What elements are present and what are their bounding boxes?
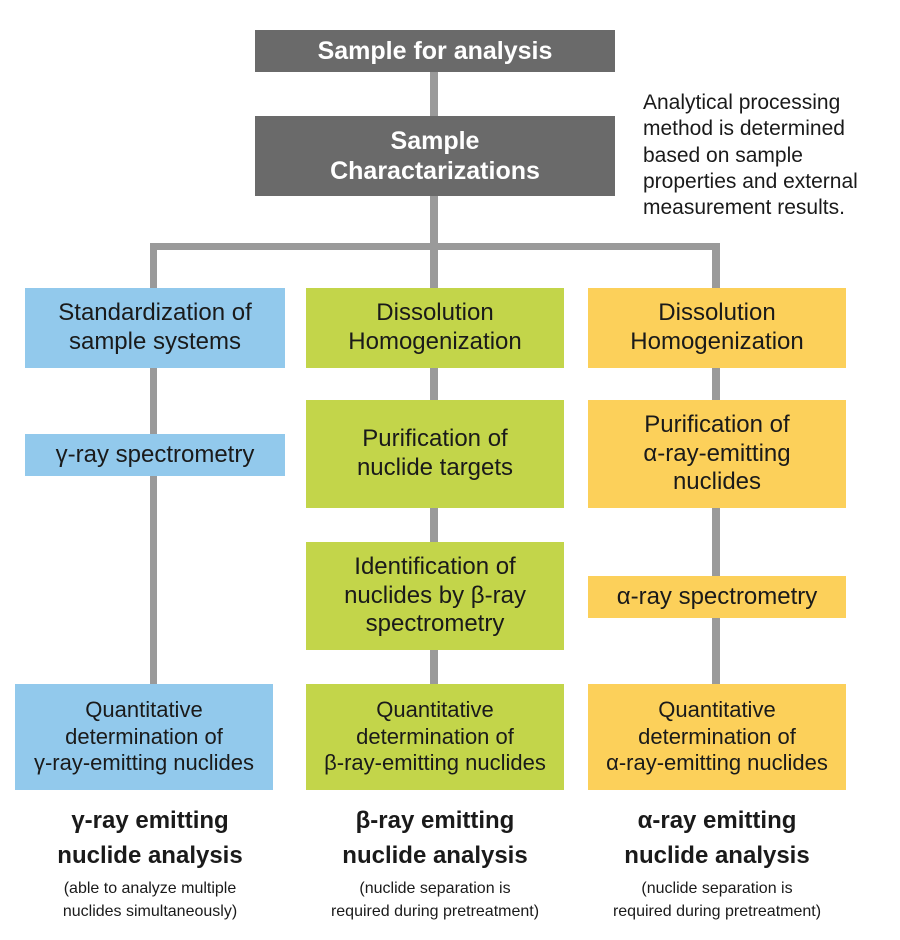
gamma-analysis-note: (able to analyze multiple nuclides simul… [62,880,238,921]
alpha-step-purification: Purification of α-ray-emitting nuclides [588,400,846,508]
beta-step-identification: Identification of nuclides by β-ray spec… [306,542,564,650]
gamma-analysis-title: γ-ray emitting nuclide analysis [57,807,243,869]
alpha-analysis-note: (nuclide separation is required during p… [612,880,822,921]
alpha-quantitative-box: Quantitative determination of α-ray-emit… [588,684,846,790]
beta-quantitative-box: Quantitative determination of β-ray-emit… [306,684,564,790]
gamma-quantitative-box: Quantitative determination of γ-ray-emit… [15,684,273,790]
beta-analysis-title: β-ray emitting nuclide analysis [342,807,528,869]
sample-for-analysis-box: Sample for analysis [255,30,615,72]
alpha-analysis-title: α-ray emitting nuclide analysis [624,807,810,869]
sample-characterization-box: Sample Charactarizations [255,116,615,196]
beta-step-purification: Purification of nuclide targets [306,400,564,508]
gamma-step-standardization: Standardization of sample systems [25,288,285,368]
alpha-step-dissolution: Dissolution Homogenization [588,288,846,368]
beta-step-dissolution: Dissolution Homogenization [306,288,564,368]
method-note: Analytical processing method is determin… [643,91,858,219]
alpha-step-spectrometry: α-ray spectrometry [588,576,846,618]
beta-analysis-note: (nuclide separation is required during p… [330,880,540,921]
gamma-step-spectrometry: γ-ray spectrometry [25,434,285,476]
